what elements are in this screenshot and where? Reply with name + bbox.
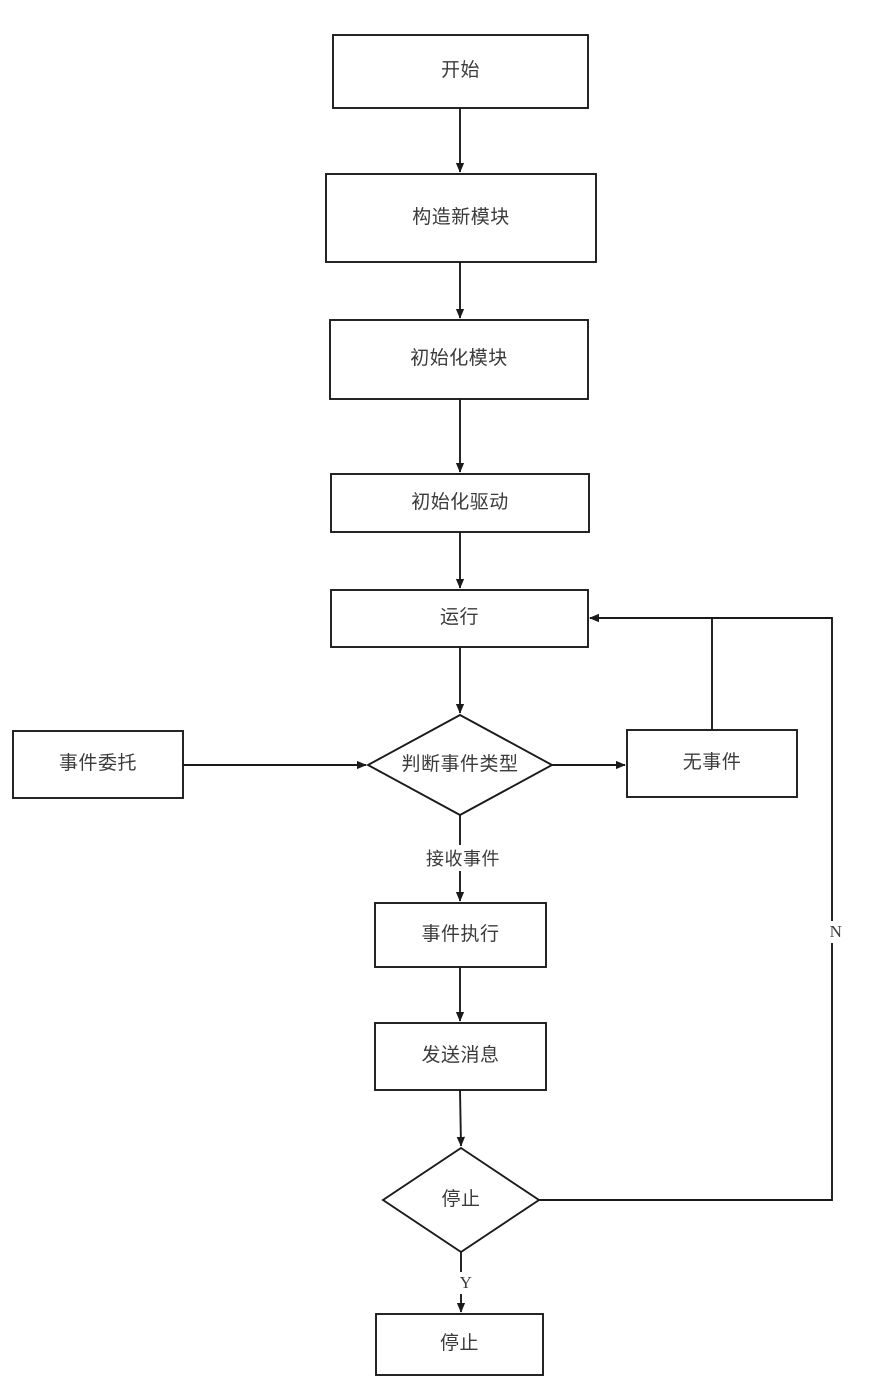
- node-no-event-shape[interactable]: [626, 729, 798, 798]
- edge-label-yes-branch: Y: [450, 1272, 482, 1294]
- node-init-module-shape[interactable]: [329, 319, 589, 400]
- node-start-shape[interactable]: [332, 34, 589, 109]
- node-stop-end-shape[interactable]: [375, 1313, 544, 1376]
- edge-label-no-branch: N: [820, 921, 852, 943]
- node-init-driver-shape[interactable]: [330, 473, 590, 533]
- edge-label-receive-event: 接收事件: [400, 845, 526, 871]
- node-delegate-shape[interactable]: [12, 730, 184, 799]
- edge-no-event-to-run: [589, 613, 713, 730]
- node-send-msg-shape[interactable]: [374, 1022, 547, 1091]
- node-exec-event-shape[interactable]: [374, 902, 547, 968]
- node-build-shape[interactable]: [325, 173, 597, 263]
- edge-send-msg-to-stop-check: [456, 1089, 466, 1147]
- node-run-shape[interactable]: [330, 589, 589, 648]
- node-event-type-shape[interactable]: [366, 713, 554, 817]
- edge-stop-check-no-to-run: [539, 613, 833, 1201]
- node-stop-check-shape[interactable]: [381, 1146, 541, 1254]
